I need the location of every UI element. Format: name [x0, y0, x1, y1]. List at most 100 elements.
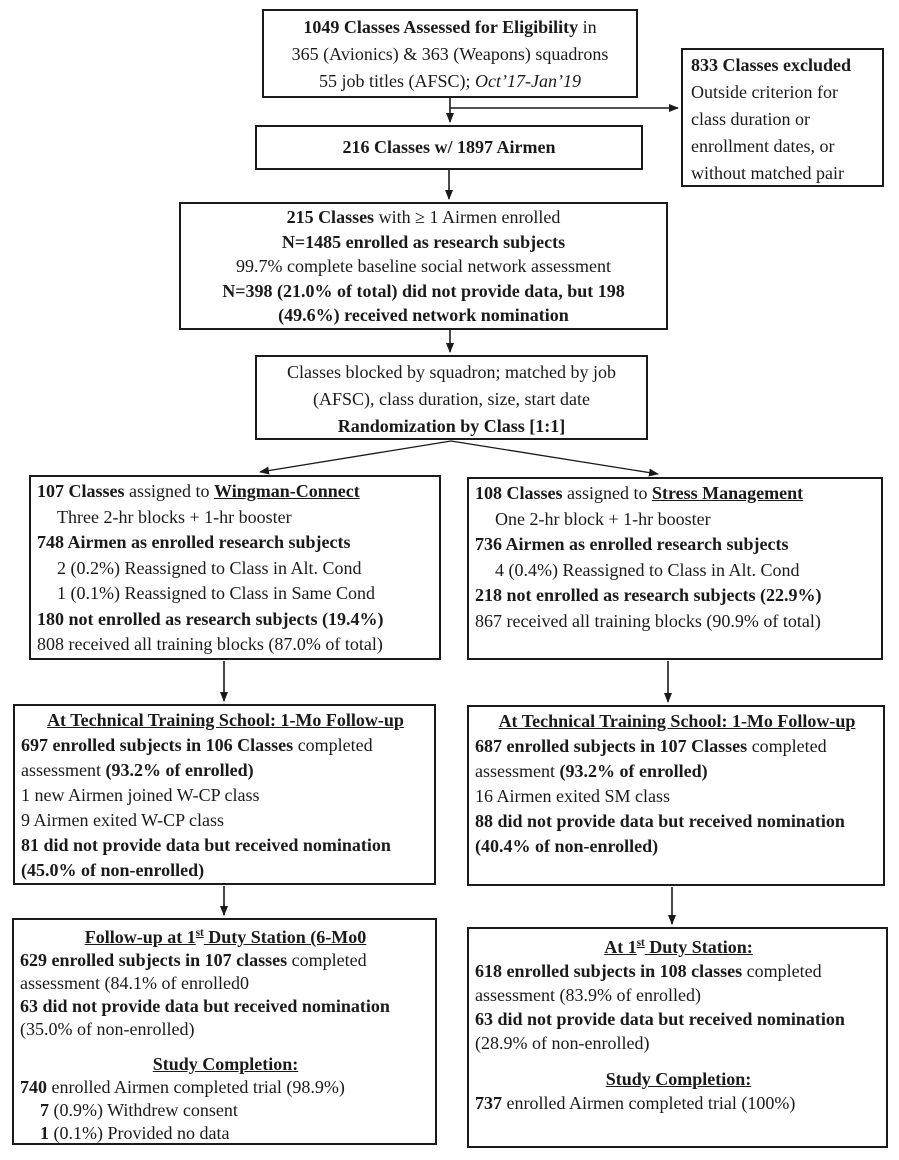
text-segment: 9 Airmen exited W-CP class [21, 810, 224, 830]
text-line: 81 did not provide data but received nom… [21, 833, 430, 858]
text-segment: At Technical Training School: 1-Mo Follo… [47, 710, 404, 730]
text-segment: assigned to [562, 483, 653, 503]
text-segment: 107 Classes [37, 481, 125, 501]
text-segment: enrollment dates, or [691, 136, 835, 156]
text-line: Classes blocked by squadron; matched by … [261, 359, 642, 386]
text-line: 16 Airmen exited SM class [475, 784, 879, 809]
text-line: assessment (84.1% of enrolled0 [20, 972, 431, 995]
text-segment: (93.2% of enrolled) [105, 760, 254, 780]
text-line: 99.7% complete baseline social network a… [185, 254, 662, 279]
text-segment: completed [747, 736, 827, 756]
text-segment: At 1 [604, 937, 637, 957]
text-line: enrollment dates, or [691, 133, 878, 160]
arrow-randomization-to-wingman [259, 440, 452, 475]
text-segment: Classes blocked by squadron; matched by … [287, 362, 616, 382]
text-line: assessment (93.2% of enrolled) [21, 758, 430, 783]
text-segment: completed [287, 950, 367, 970]
text-segment: 99.7% complete baseline social network a… [236, 256, 611, 276]
text-segment: 218 not enrolled as research subjects (2… [475, 585, 822, 605]
text-line: One 2-hr block + 1-hr booster [475, 507, 877, 533]
text-line: Outside criterion for [691, 79, 878, 106]
text-line: 833 Classes excluded [691, 52, 878, 79]
text-line: 4 (0.4%) Reassigned to Class in Alt. Con… [475, 558, 877, 584]
text-segment: (49.6%) received network nomination [278, 305, 569, 325]
text-segment: Outside criterion for [691, 82, 838, 102]
text-line: 218 not enrolled as research subjects (2… [475, 583, 877, 609]
text-line: 687 enrolled subjects in 107 Classes com… [475, 734, 879, 759]
text-segment: 737 [475, 1093, 502, 1113]
text-segment: enrolled Airmen completed trial (98.9%) [47, 1077, 345, 1097]
text-line: 9 Airmen exited W-CP class [21, 808, 430, 833]
text-line: 748 Airmen as enrolled research subjects [37, 530, 435, 556]
text-segment: N=398 (21.0% of total) did not provide d… [222, 280, 625, 301]
text-line: At Technical Training School: 1-Mo Follo… [21, 708, 430, 733]
text-line: 7 (0.9%) Withdrew consent [20, 1099, 431, 1122]
text-line: Follow-up at 1st Duty Station (6-Mo0 [20, 922, 431, 949]
text-segment: 740 [20, 1077, 47, 1097]
text-segment: without matched pair [691, 163, 844, 183]
text-segment: 216 Classes w/ 1897 Airmen [342, 137, 556, 157]
box-stress-management-arm: 108 Classes assigned to Stress Managemen… [467, 477, 883, 660]
text-line [20, 1041, 431, 1053]
text-segment: Randomization by Class [1:1] [337, 416, 566, 436]
text-segment: 1 [40, 1123, 49, 1143]
text-segment: st [636, 937, 645, 949]
text-segment: Oct’17-Jan’19 [475, 71, 581, 91]
text-segment: (93.2% of enrolled) [559, 761, 708, 781]
text-segment: (40.4% of non-enrolled) [475, 836, 659, 856]
text-segment: 808 received all training blocks (87.0% … [37, 634, 383, 654]
text-line: 215 Classes with ≥ 1 Airmen enrolled [185, 205, 662, 230]
text-segment: Duty Station: [644, 937, 753, 957]
text-line: class duration or [691, 106, 878, 133]
box-randomization: Classes blocked by squadron; matched by … [255, 355, 648, 440]
text-line: (45.0% of non-enrolled) [21, 858, 430, 883]
text-line: Three 2-hr blocks + 1-hr booster [37, 505, 435, 531]
text-line: without matched pair [691, 160, 878, 185]
box-216-classes: 216 Classes w/ 1897 Airmen [255, 125, 643, 170]
text-segment: 618 enrolled subjects in 108 classes [475, 961, 743, 981]
text-segment: 55 job titles (AFSC); [319, 71, 476, 91]
text-line: (28.9% of non-enrolled) [475, 1031, 882, 1055]
text-segment: assessment (83.9% of enrolled) [475, 985, 701, 1005]
text-line: 737 enrolled Airmen completed trial (100… [475, 1091, 882, 1115]
text-segment: 867 received all training blocks (90.9% … [475, 610, 821, 631]
text-segment: 629 enrolled subjects in 107 classes [20, 950, 288, 970]
text-segment: 63 did not provide data but received nom… [475, 1009, 845, 1029]
text-line: 1 (0.1%) Provided no data [20, 1122, 431, 1143]
text-segment: assessment (84.1% of enrolled0 [20, 973, 249, 993]
text-line: 107 Classes assigned to Wingman-Connect [37, 479, 435, 505]
text-segment: 215 Classes [286, 207, 375, 227]
text-segment: 16 Airmen exited SM class [475, 786, 670, 806]
text-segment: 81 did not provide data but received nom… [21, 835, 391, 855]
text-line: 2 (0.2%) Reassigned to Class in Alt. Con… [37, 556, 435, 582]
text-segment: 7 [40, 1100, 49, 1120]
text-segment: At Technical Training School: 1-Mo Follo… [498, 711, 856, 731]
text-segment: Follow-up at 1 [84, 927, 196, 947]
text-line: 180 not enrolled as research subjects (1… [37, 607, 435, 633]
text-line: 1049 Classes Assessed for Eligibility in [268, 14, 632, 41]
text-segment: completed [293, 735, 373, 755]
text-line: 618 enrolled subjects in 108 classes com… [475, 959, 882, 983]
text-segment: (0.9%) Withdrew consent [49, 1100, 238, 1120]
text-segment: 1 (0.1%) Reassigned to Class in Same Con… [57, 583, 375, 603]
box-stress-1mo-followup: At Technical Training School: 1-Mo Follo… [467, 705, 885, 886]
text-segment: completed [742, 961, 822, 981]
text-segment: assessment [21, 760, 106, 780]
text-line: 808 received all training blocks (87.0% … [37, 632, 435, 658]
text-segment: st [195, 927, 204, 939]
text-line: Study Completion: [475, 1067, 882, 1091]
text-segment: (AFSC), class duration, size, start date [313, 389, 590, 409]
text-line: 216 Classes w/ 1897 Airmen [261, 135, 637, 160]
text-line: 697 enrolled subjects in 106 Classes com… [21, 733, 430, 758]
text-line: 629 enrolled subjects in 107 classes com… [20, 949, 431, 972]
text-segment: 4 (0.4%) Reassigned to Class in Alt. Con… [495, 559, 800, 580]
text-line: 740 enrolled Airmen completed trial (98.… [20, 1076, 431, 1099]
text-segment: 748 Airmen as enrolled research subjects [37, 532, 351, 552]
text-segment: in [578, 17, 597, 37]
text-segment: Study Completion: [605, 1069, 752, 1089]
